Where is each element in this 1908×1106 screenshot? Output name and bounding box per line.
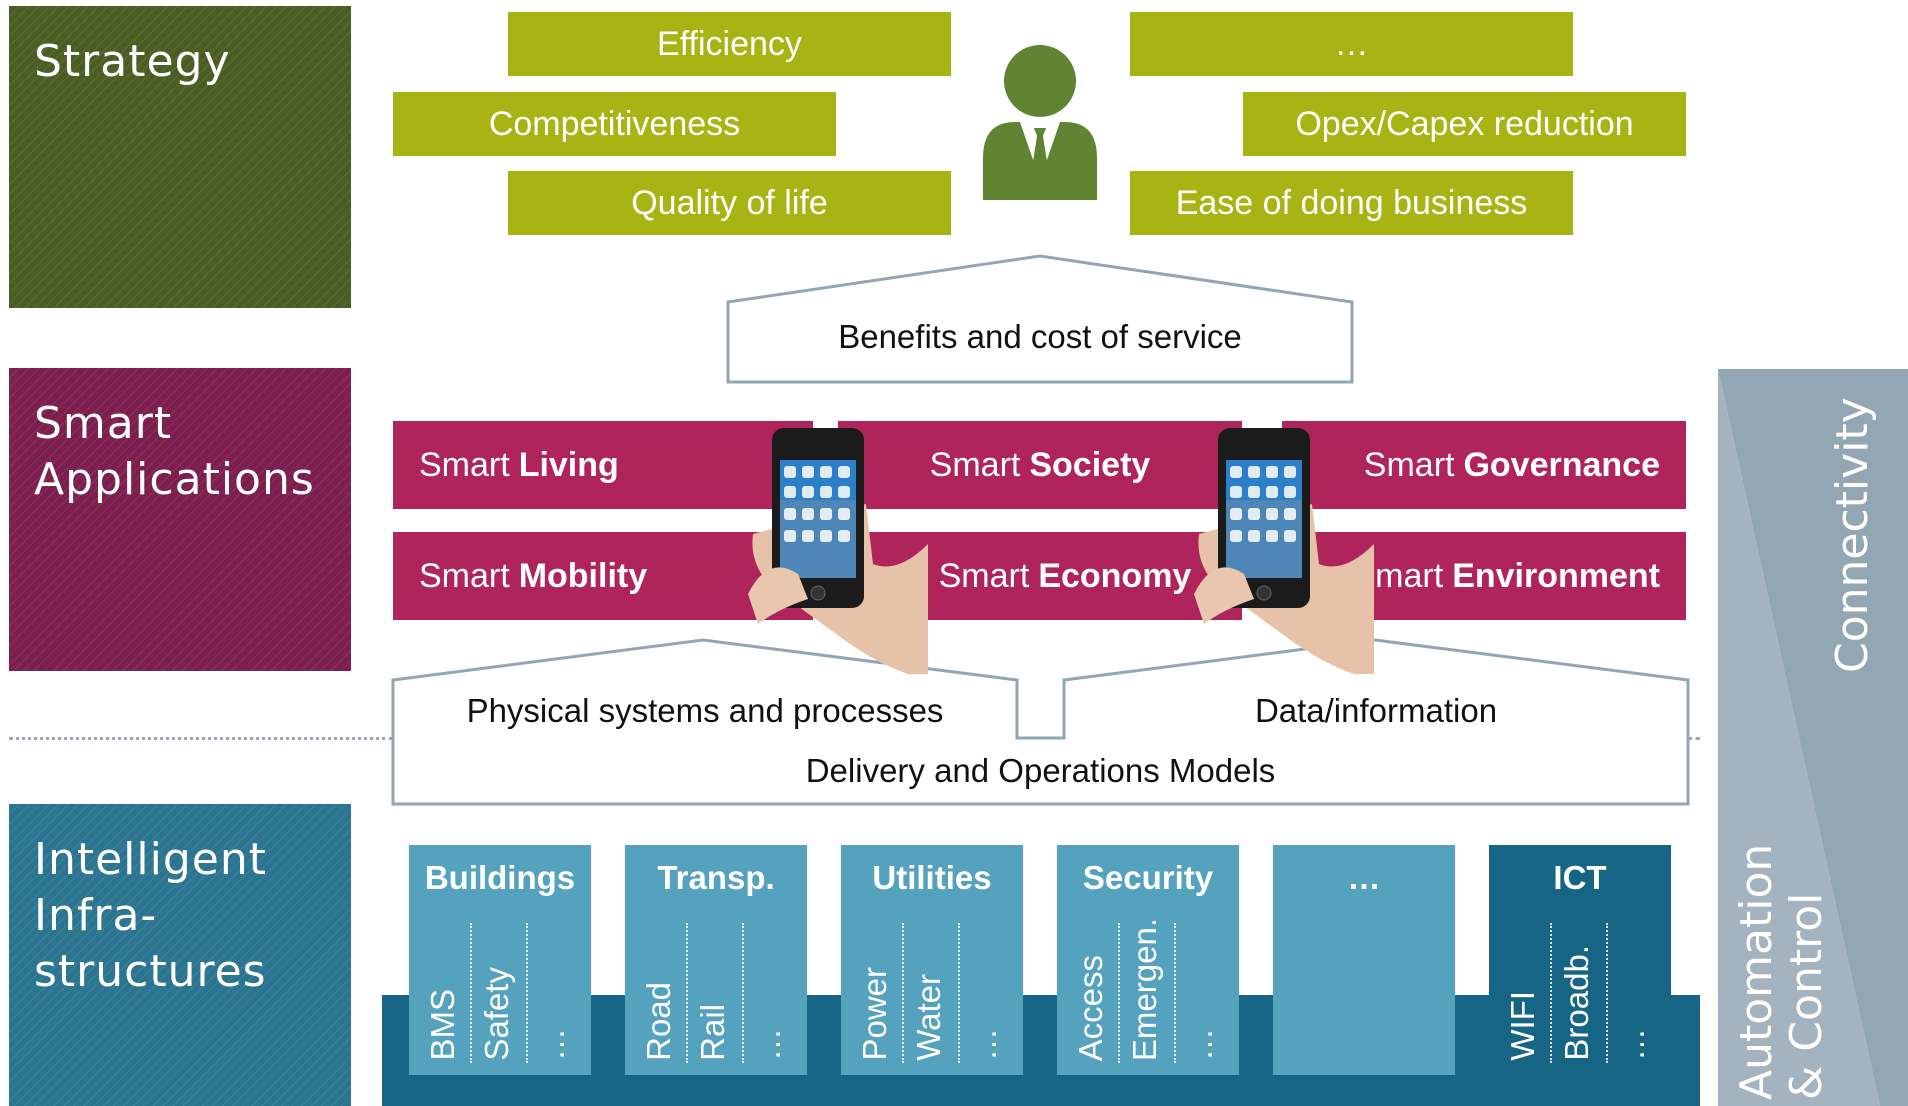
goal-ellipsis: … [1130,12,1573,76]
infrastructure-base [382,995,1700,1106]
layer-separator-right [1688,737,1700,740]
infra-other-title: … [1347,859,1381,896]
data-information-label: Data/information [1254,692,1498,729]
infrastructures-label-line3: structures [34,946,267,997]
infra-sub-power: Power [856,967,893,1061]
infra-ict: ICT WIFI Broadb. … [1489,845,1671,1075]
goal-competitiveness: Competitiveness [393,92,836,156]
goal-opex-capex: Opex/Capex reduction [1243,92,1686,156]
strategy-label: Strategy [34,36,231,87]
infra-sub-more: … [1614,1028,1651,1061]
infra-sub-safety: Safety [478,967,515,1061]
app-smart-governance-bold: Governance [1463,445,1660,484]
goal-efficiency: Efficiency [508,12,951,76]
infra-sub-more: … [966,1028,1003,1061]
infra-sub-divider [1606,923,1608,1063]
goal-quality-of-life: Quality of life [508,171,951,235]
benefits-label: Benefits and cost of service [838,318,1242,355]
applications-label-line2: Applications [34,454,315,505]
goal-ease-of-business: Ease of doing business [1130,171,1573,235]
infra-sub-divider [1174,923,1176,1063]
app-smart-mobility-bold: Mobility [518,556,648,595]
physical-systems-label: Physical systems and processes [466,692,944,729]
smartphone-icon [748,428,928,674]
infra-sub-access: Access [1072,954,1109,1061]
infra-utilities-title: Utilities [872,859,992,896]
infra-transport-title: Transp. [657,859,775,896]
person-icon [983,45,1097,200]
infra-sub-divider [1550,923,1552,1063]
app-smart-society-bold: Society [1029,445,1151,484]
infra-sub-divider [470,923,472,1063]
infrastructures-label-line1: Intelligent [34,834,267,885]
layer-separator-left [9,737,393,740]
applications-label-line1: Smart [34,398,173,449]
infra-sub-road: Road [640,982,677,1061]
infra-sub-divider [686,923,688,1063]
infra-sub-more: … [534,1028,571,1061]
app-smart-living-bold: Living [518,445,619,484]
infra-security-title: Security [1082,859,1214,896]
infra-transport: Transp. Road Rail … [625,845,807,1075]
infra-sub-more: … [1182,1028,1219,1061]
infrastructures-label-line2: Infra- [34,890,158,941]
infra-sub-broadband: Broadb. [1558,945,1595,1061]
infra-utilities: Utilities Power Water … [841,845,1023,1075]
infra-sub-divider [742,923,744,1063]
infra-sub-emergency: Emergen. [1126,917,1163,1061]
applications-layer: Smart Applications [9,368,351,671]
infra-other: … [1273,845,1455,1075]
infra-buildings-title: Buildings [424,859,576,896]
app-smart-economy-bold: Economy [1038,556,1192,595]
delivery-models-label: Delivery and Operations Models [805,752,1276,789]
infra-sub-water: Water [910,974,947,1061]
app-smart-environment-bold: Environment [1452,556,1660,595]
smartphone-icon [1194,428,1374,674]
infra-sub-divider [526,923,528,1063]
automation-label-line2: & Control [1781,892,1832,1100]
infra-sub-wifi: WIFI [1504,991,1541,1061]
infra-ict-title: ICT [1553,859,1607,896]
connectivity-label: Connectivity [1827,397,1878,673]
infra-sub-divider [902,923,904,1063]
infra-sub-divider [958,923,960,1063]
automation-label-line1: Automation [1731,843,1782,1100]
infra-sub-more: … [750,1028,787,1061]
infrastructures-layer: Intelligent Infra- structures [9,804,351,1106]
strategy-layer: Strategy [9,6,351,308]
infra-sub-bms: BMS [424,989,461,1061]
infra-sub-divider [1118,923,1120,1063]
infra-buildings: Buildings BMS Safety … [409,845,591,1075]
infra-security: Security Access Emergen. … [1057,845,1239,1075]
infra-sub-rail: Rail [694,1004,731,1061]
